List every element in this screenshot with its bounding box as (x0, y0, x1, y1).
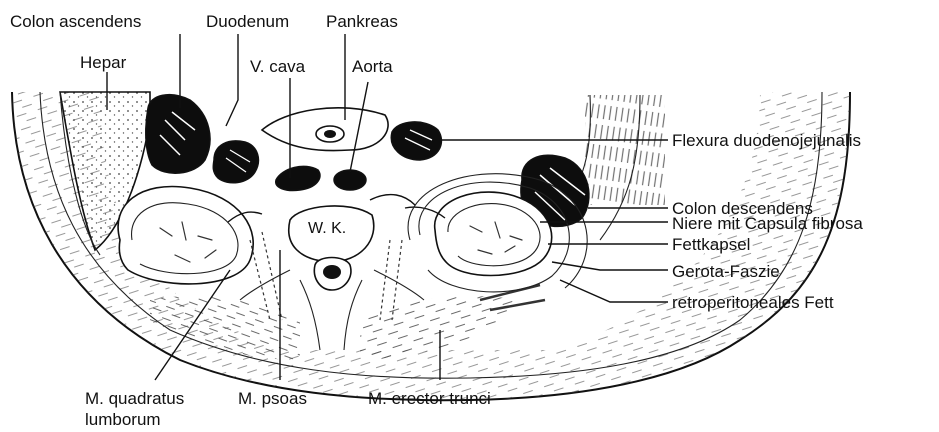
aorta (334, 170, 366, 190)
label-wk: W. K. (308, 220, 346, 237)
colon-ascendens (146, 95, 210, 174)
duodenum (213, 141, 258, 183)
vena-cava (276, 166, 320, 190)
label-v-cava: V. cava (250, 57, 306, 76)
pancreas (262, 108, 388, 151)
kidney-left-anatomical (370, 192, 552, 275)
label-hepar: Hepar (80, 53, 127, 72)
label-retro-fett: retroperitoneales Fett (672, 293, 834, 312)
label-gerota: Gerota-Faszie (672, 262, 780, 281)
label-quadratus-line2: lumborum (85, 410, 161, 429)
label-duodenum: Duodenum (206, 12, 289, 31)
label-erector: M. erector trunci (368, 389, 491, 408)
kidney-right-anatomical (118, 187, 262, 284)
label-colon-ascendens: Colon ascendens (10, 12, 141, 31)
label-flexura: Flexura duodenojejunalis (672, 131, 861, 150)
flexura-duodenojejunalis (391, 122, 441, 160)
label-niere: Niere mit Capsula fibrosa (672, 214, 863, 233)
label-quadratus-line1: M. quadratus (85, 389, 184, 408)
label-pankreas: Pankreas (326, 12, 398, 31)
label-psoas: M. psoas (238, 389, 307, 408)
label-aorta: Aorta (352, 57, 393, 76)
label-fettkapsel: Fettkapsel (672, 235, 750, 254)
